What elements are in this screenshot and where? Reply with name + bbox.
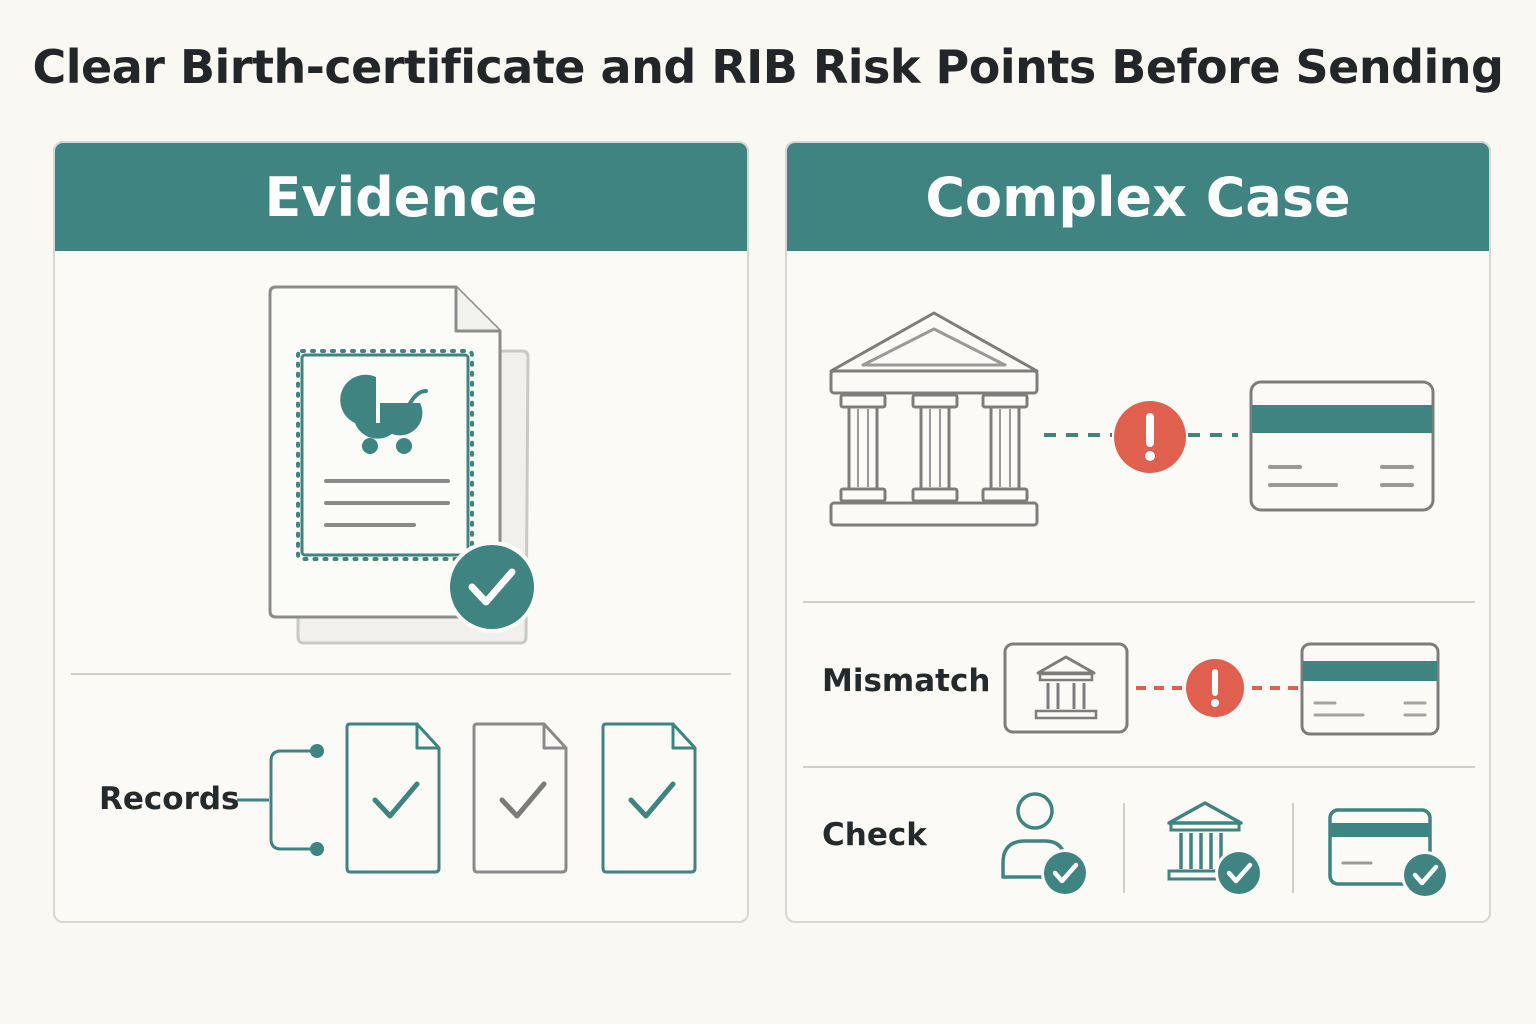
evidence-header: Evidence — [55, 143, 747, 251]
complex-case-header: Complex Case — [787, 143, 1489, 251]
check-circle-icon — [446, 541, 538, 633]
check-circle-icon — [1401, 851, 1449, 899]
page-title: Clear Birth-certificate and RIB Risk Poi… — [32, 40, 1504, 94]
complex-divider-2 — [803, 766, 1475, 768]
check-circle-icon — [1215, 849, 1263, 897]
evidence-panel: Evidence Records — [53, 141, 749, 923]
check-circle-icon — [1041, 849, 1089, 897]
document-check-icon — [472, 722, 568, 874]
document-check-icon — [345, 722, 441, 874]
mismatch-connector — [1044, 433, 1238, 437]
complex-case-panel: Complex Case — [785, 141, 1491, 923]
bank-building-icon — [1167, 801, 1263, 897]
exclamation-circle-icon — [1114, 401, 1186, 473]
birth-certificate-icon — [268, 285, 538, 645]
baby-stroller-icon — [340, 374, 428, 454]
mismatch-label: Mismatch — [822, 663, 991, 699]
bank-building-icon — [1003, 642, 1129, 734]
bank-card-icon — [1300, 642, 1440, 736]
person-icon — [1001, 792, 1089, 897]
bank-card-icon — [1328, 808, 1449, 899]
document-check-icon — [601, 722, 697, 874]
evidence-divider — [71, 673, 731, 675]
mismatch-connector — [1136, 686, 1298, 690]
bank-card-icon — [1249, 380, 1435, 512]
complex-divider-1 — [803, 601, 1475, 603]
check-separator-2 — [1292, 803, 1294, 893]
records-connector — [237, 744, 324, 856]
check-label: Check — [822, 817, 927, 853]
exclamation-circle-icon — [1186, 659, 1244, 717]
bank-building-icon — [829, 311, 1039, 527]
check-separator-1 — [1123, 803, 1125, 893]
records-label: Records — [99, 781, 240, 817]
